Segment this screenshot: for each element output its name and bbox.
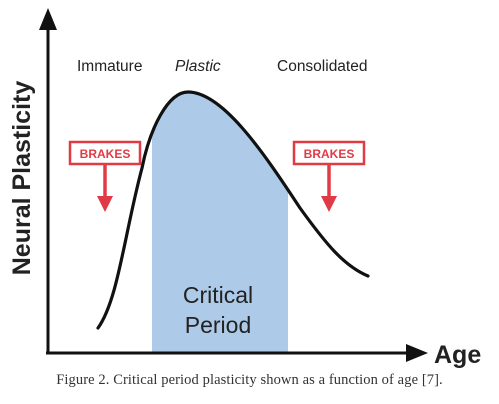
brakes-left-label: BRAKES (80, 147, 131, 161)
plasticity-curve (96, 90, 370, 330)
y-axis-arrowhead (39, 8, 57, 30)
brakes-right: BRAKES (292, 140, 366, 212)
stage-label-consolidated: Consolidated (277, 58, 367, 75)
figure-caption: Figure 2. Critical period plasticity sho… (56, 372, 443, 388)
stage-label-plastic: Plastic (175, 58, 221, 75)
critical-period-label-line2: Period (185, 312, 251, 338)
stage-label-immature: Immature (77, 58, 142, 75)
critical-period-region (152, 92, 288, 352)
y-axis-label: Neural Plasticity (8, 81, 36, 276)
x-axis-arrowhead (406, 344, 428, 362)
brakes-left: BRAKES (68, 140, 142, 212)
critical-period-label-line1: Critical (183, 282, 253, 308)
x-axis-label: Age (434, 341, 481, 369)
brakes-right-arrow-icon (321, 196, 337, 212)
brakes-left-arrow-icon (97, 196, 113, 212)
critical-period-diagram: Neural Plasticity Age Immature Plastic C… (8, 8, 481, 369)
brakes-right-label: BRAKES (304, 147, 355, 161)
